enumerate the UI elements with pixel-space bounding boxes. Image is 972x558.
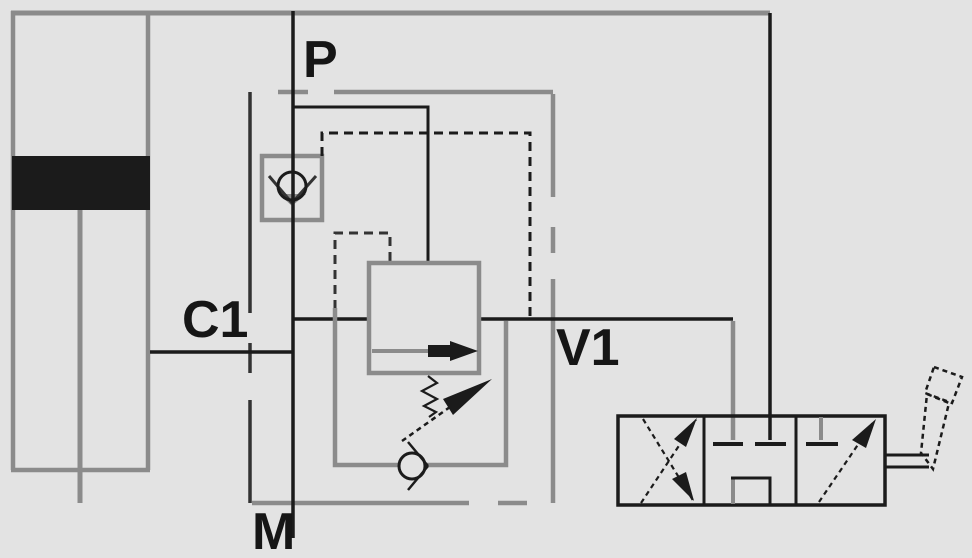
lever-handle xyxy=(923,365,964,405)
bypass-loop-right xyxy=(426,321,509,468)
flow-arrow xyxy=(852,419,876,448)
lever-shaft xyxy=(919,392,951,472)
label-port-m: M xyxy=(252,503,295,558)
label-port-v1: V1 xyxy=(556,319,620,377)
bypass-check-valve xyxy=(397,441,429,491)
cross-arrow-down xyxy=(672,472,694,501)
center-box-outline xyxy=(731,476,772,504)
valve-position-center-blocked xyxy=(713,442,786,504)
bypass-loop xyxy=(332,308,509,468)
relief-valve xyxy=(366,260,492,443)
pilot-line-to-relief xyxy=(333,231,392,310)
valve-position-cross xyxy=(640,418,697,504)
label-port-c1: C1 xyxy=(182,291,248,349)
bypass-loop-left xyxy=(332,308,398,468)
cylinder-piston xyxy=(12,156,150,210)
relief-adjust-arrow-head xyxy=(443,379,492,415)
relief-flow-arrow xyxy=(428,341,478,361)
manifold-boundary xyxy=(248,89,556,506)
hand-lever xyxy=(885,365,964,472)
directional-valve-body xyxy=(616,414,887,507)
relief-adjust-arrow-shaft xyxy=(401,405,451,443)
pilot-line-to-v1 xyxy=(320,131,532,316)
cross-arrow-up xyxy=(674,418,697,447)
bypass-check-ball xyxy=(397,451,427,481)
hydraulic-cylinder xyxy=(10,11,151,503)
valve-position-flow xyxy=(806,417,876,503)
relief-spring xyxy=(419,375,440,418)
relief-valve-body xyxy=(366,260,482,376)
directional-valve xyxy=(616,365,964,507)
label-port-p: P xyxy=(303,31,338,89)
relief-pilot-supply-line xyxy=(293,105,430,262)
